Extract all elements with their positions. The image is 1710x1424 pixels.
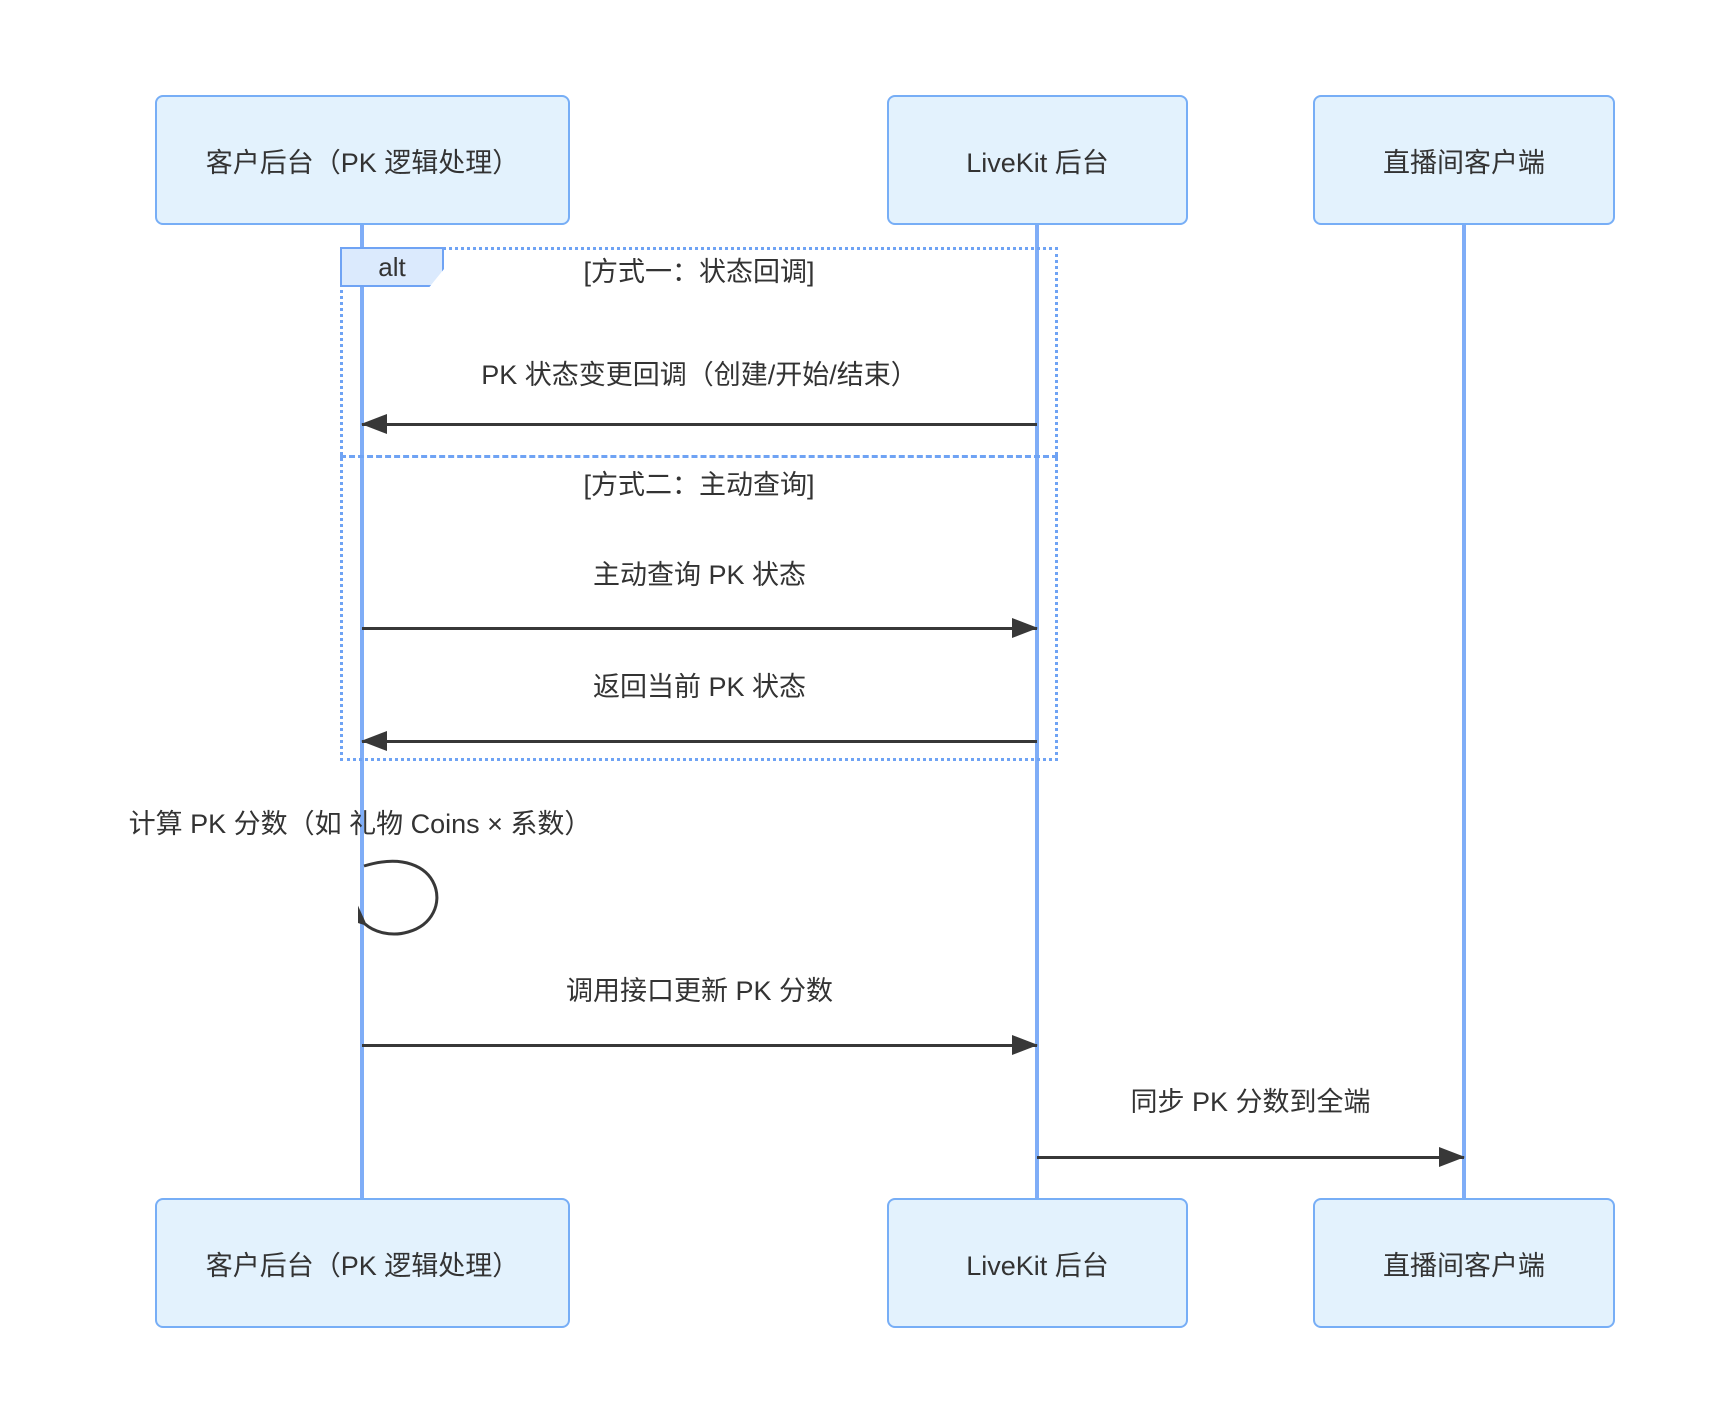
- arrow-shaft: [362, 740, 1037, 743]
- alt-fragment-label: alt: [340, 247, 444, 287]
- message-arrow-status-callback: [361, 414, 1037, 434]
- arrowhead-left-icon: [361, 731, 387, 751]
- message-text-query-status: 主动查询 PK 状态: [592, 560, 807, 590]
- arrowhead-left-icon: [361, 414, 387, 434]
- lifeline-customer-backend: [360, 225, 364, 1198]
- participant-bottom-livekit-backend: LiveKit 后台: [887, 1198, 1188, 1328]
- arrow-shaft: [1037, 1156, 1464, 1159]
- arrowhead-right-icon: [1012, 618, 1038, 638]
- lifeline-live-room-client: [1462, 225, 1466, 1198]
- message-arrow-return-status: [361, 731, 1037, 751]
- alt-fragment-frame: [340, 247, 1058, 761]
- alt-section2-title: [方式二：主动查询]: [583, 470, 815, 500]
- participant-bottom-customer-backend: 客户后台（PK 逻辑处理）: [155, 1198, 570, 1328]
- arrow-shaft: [362, 423, 1037, 426]
- message-text-update-score: 调用接口更新 PK 分数: [565, 976, 834, 1006]
- message-arrow-sync-score: [1037, 1147, 1465, 1167]
- alt-fragment-divider: [340, 455, 1058, 458]
- self-loop-arrow-icon: [358, 859, 439, 936]
- arrowhead-right-icon: [1439, 1147, 1465, 1167]
- message-arrow-update-score: [362, 1035, 1038, 1055]
- arrow-shaft: [362, 1044, 1037, 1047]
- message-arrow-query-status: [362, 618, 1038, 638]
- arrow-shaft: [362, 627, 1037, 630]
- arrowhead-right-icon: [1012, 1035, 1038, 1055]
- message-text-sync-score: 同步 PK 分数到全端: [1130, 1087, 1371, 1117]
- message-text-calc-score: 计算 PK 分数（如 礼物 Coins × 系数）: [128, 809, 592, 839]
- lifeline-livekit-backend: [1035, 225, 1039, 1198]
- participant-top-customer-backend: 客户后台（PK 逻辑处理）: [155, 95, 570, 225]
- alt-section1-title: [方式一：状态回调]: [583, 257, 815, 287]
- message-text-return-status: 返回当前 PK 状态: [592, 672, 807, 702]
- participant-top-livekit-backend: LiveKit 后台: [887, 95, 1188, 225]
- participant-bottom-live-room-client: 直播间客户端: [1313, 1198, 1615, 1328]
- participant-top-live-room-client: 直播间客户端: [1313, 95, 1615, 225]
- message-text-status-callback: PK 状态变更回调（创建/开始/结束）: [481, 360, 918, 390]
